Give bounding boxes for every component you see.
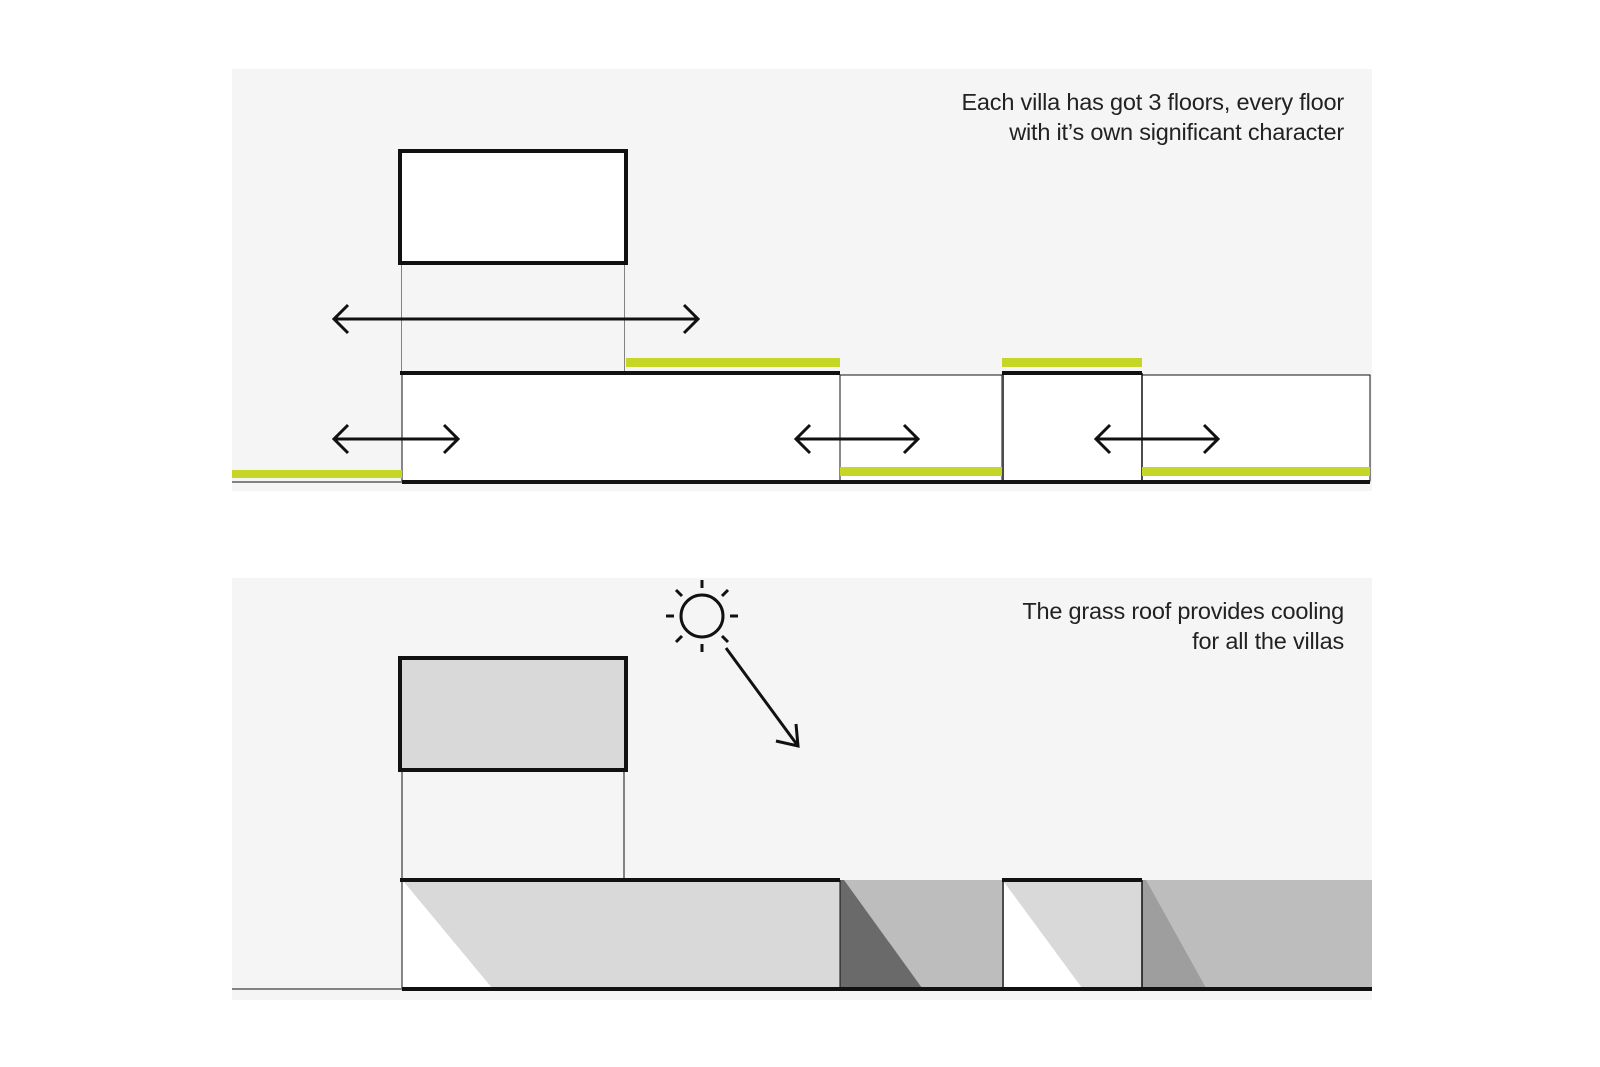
villa-3-body (1002, 373, 1142, 481)
villa-3-shadow (1004, 882, 1142, 988)
grass-roof-caption: The grass roof provides cooling for all … (1022, 596, 1344, 656)
grass-roof-caption-line-1: The grass roof provides cooling (1022, 598, 1344, 624)
double-arrow-icon (331, 303, 701, 335)
villa-4-darker-shadow (1142, 880, 1206, 988)
upper-floor-box (398, 149, 628, 265)
grass-strip-roof-2 (1002, 358, 1142, 367)
villa-1-shadow (404, 882, 840, 988)
floors-caption-line-2: with it’s own significant character (1009, 119, 1344, 145)
double-arrow-icon (1093, 423, 1221, 455)
shading-section-drawing (232, 580, 1372, 991)
floors-section-drawing (232, 149, 1371, 484)
floors-caption-line-1: Each villa has got 3 floors, every floor (961, 89, 1344, 115)
villa-2-dark-shadow (840, 880, 922, 988)
grass-roof-diagram-panel: The grass roof provides cooling for all … (232, 578, 1372, 1000)
floors-caption: Each villa has got 3 floors, every floor… (961, 87, 1344, 147)
grass-strip-courtyard-2 (1142, 467, 1370, 476)
grass-strip-roof-1 (626, 358, 840, 367)
grass-roof-caption-line-2: for all the villas (1192, 628, 1344, 654)
villa-1-body (402, 373, 840, 481)
sun-ray-arrow-icon (724, 647, 800, 748)
sun-icon (666, 580, 738, 652)
double-arrow-icon (793, 423, 921, 455)
double-arrow-icon (331, 423, 461, 455)
upper-floor-box-shaded (398, 656, 628, 772)
floors-diagram-panel: Each villa has got 3 floors, every floor… (232, 69, 1372, 491)
grass-strip-ground (232, 470, 402, 478)
villa-2-body (839, 374, 1003, 482)
villa-4-body (1141, 374, 1371, 482)
grass-strip-courtyard-1 (840, 467, 1002, 476)
